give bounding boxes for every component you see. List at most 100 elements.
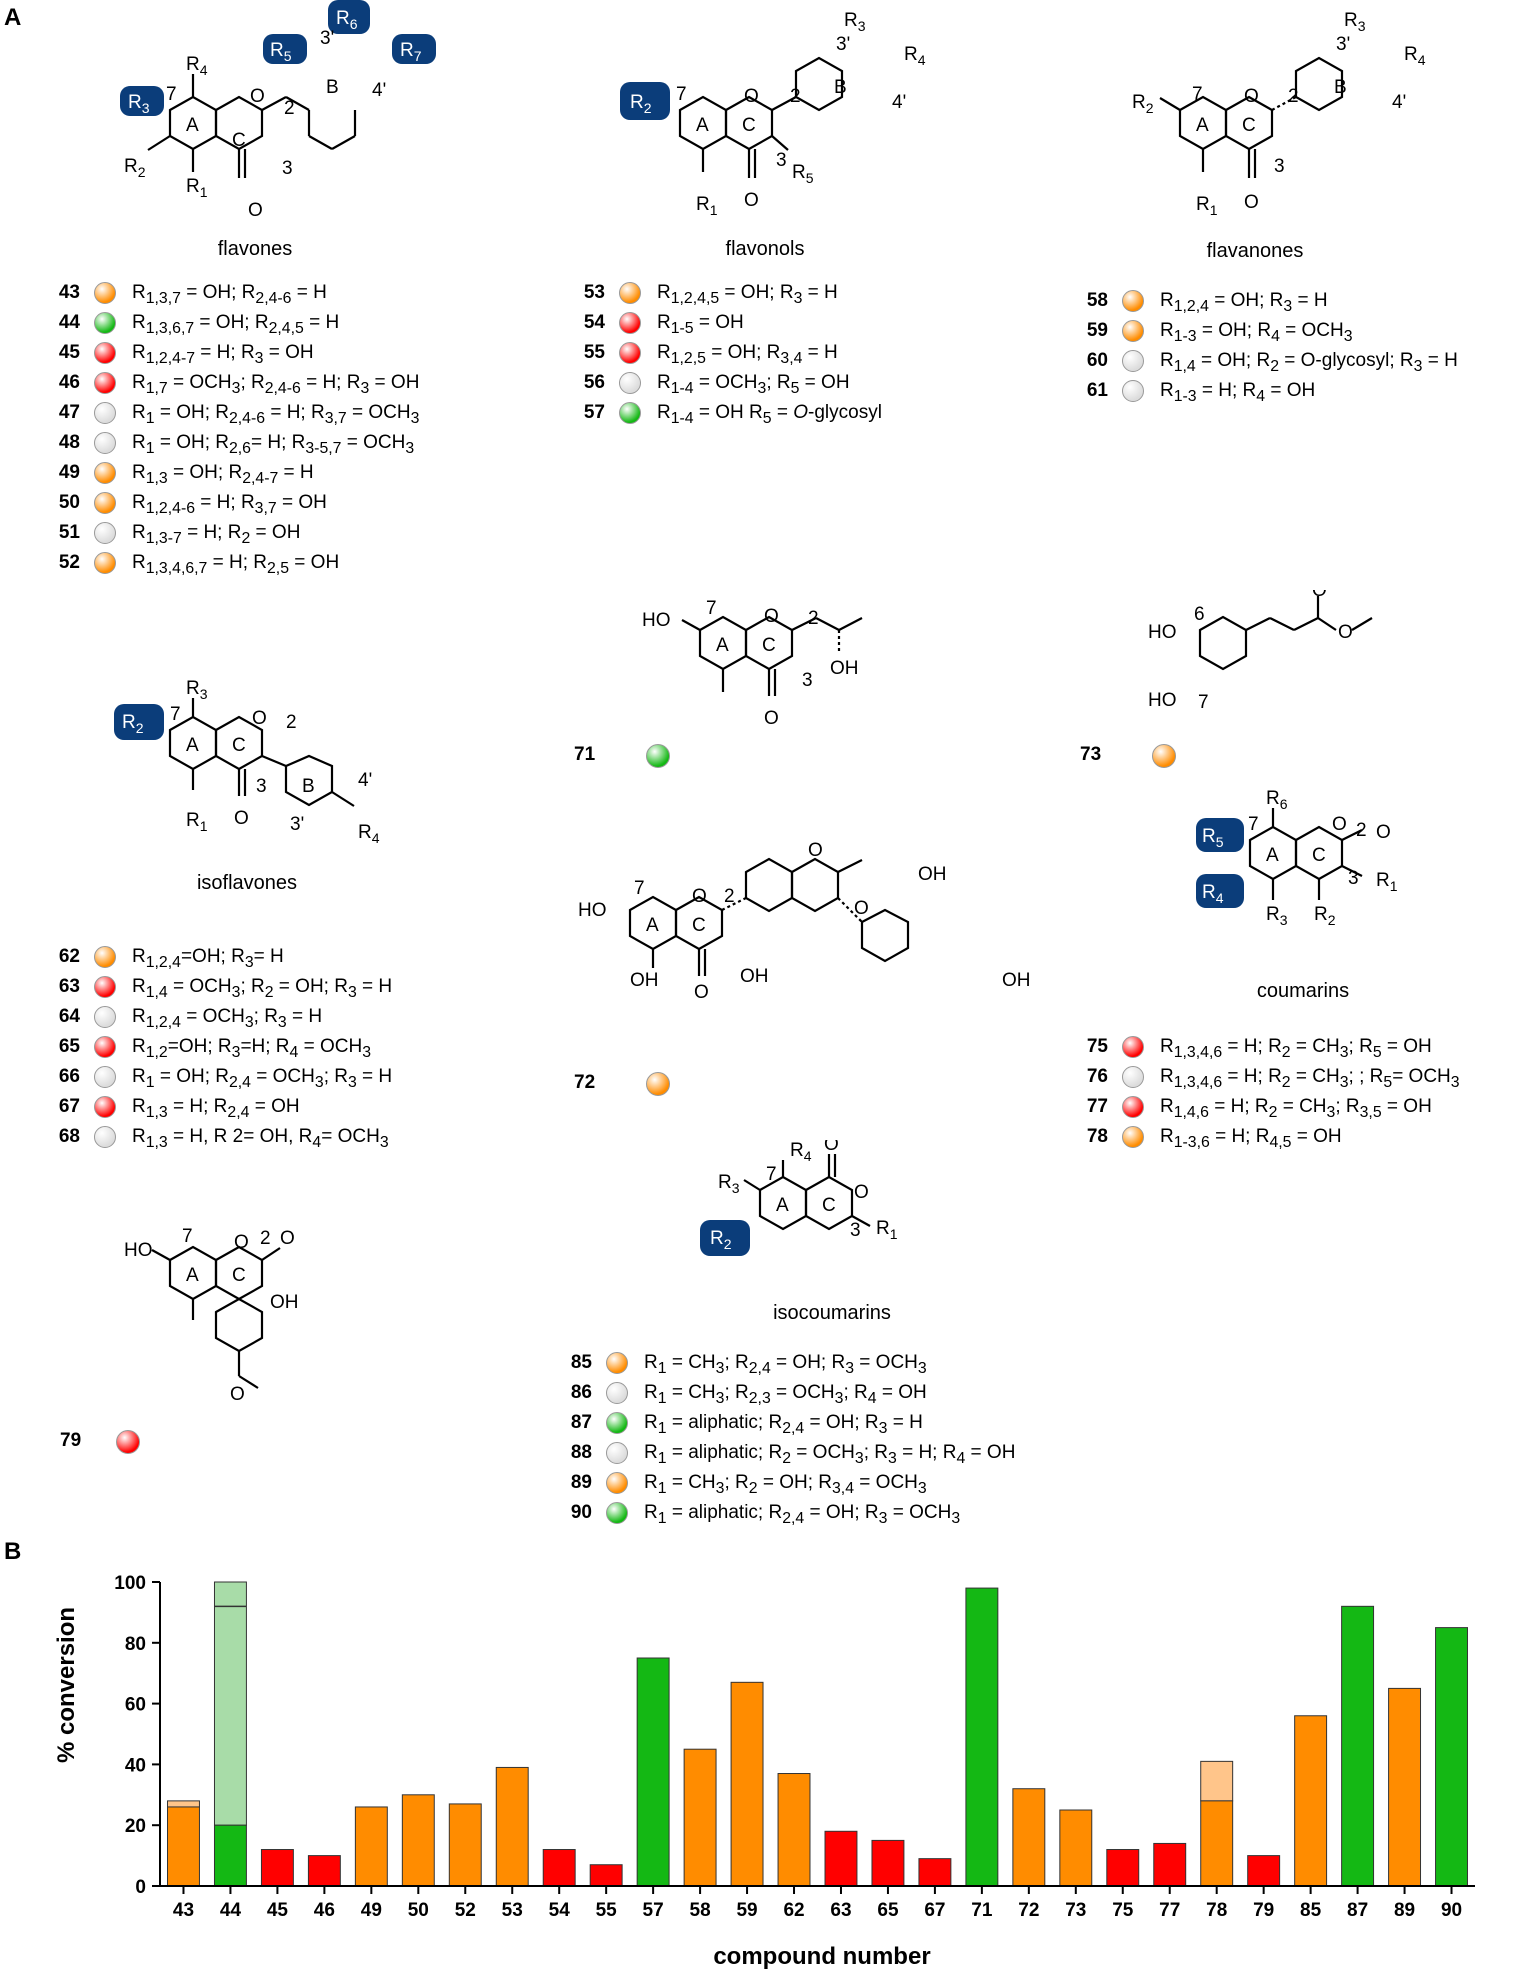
x-tick-label: 46 (314, 1900, 335, 1921)
activity-dot (94, 492, 116, 514)
atom-label: O (744, 86, 759, 107)
x-tick-label: 53 (502, 1900, 523, 1921)
bar-58 (683, 1748, 717, 1887)
r-label: R4 (904, 44, 926, 68)
bar-78 (1200, 1800, 1234, 1887)
y-axis-label: % conversion (53, 1607, 80, 1763)
atom-label: O (248, 200, 263, 221)
compound-number: 47 (58, 402, 80, 423)
activity-dot (94, 402, 116, 424)
compound-number: 60 (1086, 350, 1108, 371)
ring-label: A (186, 735, 199, 756)
compound-number: 57 (583, 402, 605, 423)
activity-dot (1122, 1066, 1144, 1088)
class-title-isocoumarins: isocoumarins (773, 1302, 891, 1324)
x-tick-label: 65 (877, 1900, 899, 1921)
bar-73 (1059, 1809, 1093, 1887)
atom-label: O (744, 190, 759, 211)
atom-label: O (280, 1228, 295, 1249)
activity-dot (619, 342, 641, 364)
bar-49 (354, 1806, 388, 1887)
compound-number: 73 (1080, 744, 1102, 765)
position-label: 4' (358, 770, 372, 791)
y-tick-label: 80 (125, 1634, 146, 1655)
position-label: 7 (170, 704, 181, 725)
substituent-text: R1,3,7 = OH; R2,4-6 = H (132, 282, 327, 307)
substituent-text: R1-4 = OCH3; R5 = OH (657, 372, 850, 397)
compound-number: 68 (58, 1126, 80, 1147)
isocoumarins-structure: R4 R3 R2 R1 7 3 A C O O (700, 1140, 898, 1256)
compound-number: 52 (58, 552, 80, 573)
r-group-highlight (114, 704, 164, 740)
compound-number: 55 (583, 342, 605, 363)
bar-44 (213, 1824, 247, 1887)
bar-72 (1012, 1788, 1046, 1887)
atom-label: O (234, 1232, 249, 1253)
atom-label: HO (578, 900, 607, 921)
activity-dot (1122, 290, 1144, 312)
atom-label: O (1244, 192, 1259, 213)
substituent-text: R1,2,4 = OH; R3 = H (1160, 290, 1328, 315)
compound-number: 49 (58, 462, 80, 483)
bar-67 (918, 1858, 952, 1887)
substituent-text: R1,3,4,6 = H; R2 = CH3; ; R5= OCH3 (1160, 1066, 1460, 1091)
r-label: R3 (1266, 904, 1288, 928)
compound-number: 78 (1086, 1126, 1108, 1147)
substituent-text: R1,4 = OH; R2 = O-glycosyl; R3 = H (1160, 350, 1458, 375)
compound-number: 77 (1086, 1096, 1108, 1117)
x-tick-label: 45 (267, 1900, 289, 1921)
atom-label: O (1244, 86, 1259, 107)
atom-label: O (764, 708, 779, 729)
bar-90 (1435, 1627, 1468, 1887)
bar-71 (965, 1587, 999, 1887)
substituent-text: R1,2,5 = OH; R3,4 = H (657, 342, 838, 367)
x-tick-label: 50 (408, 1900, 429, 1921)
compound-73-structure: HO HO 6 7 O O (1148, 590, 1373, 713)
ring-label: B (834, 77, 847, 98)
compound-number: 67 (58, 1096, 80, 1117)
activity-dot (1122, 1036, 1144, 1058)
r-group-highlight (620, 82, 670, 120)
activity-dot (646, 1072, 670, 1096)
x-tick-label: 87 (1347, 1900, 1368, 1921)
position-label: 4' (372, 80, 386, 101)
compound-number: 79 (60, 1430, 82, 1451)
activity-dot (94, 1066, 116, 1088)
y-tick-label: 0 (135, 1877, 146, 1898)
compound-number: 65 (58, 1036, 80, 1057)
atom-label: O (250, 86, 265, 107)
ring-label: B (302, 776, 315, 797)
r-label: R2 (1132, 92, 1154, 116)
ring-label: C (232, 1265, 246, 1286)
position-label: 2 (1288, 86, 1299, 107)
compound-number: 85 (570, 1352, 592, 1373)
x-tick-label: 89 (1394, 1900, 1415, 1921)
r-label: R3 (186, 680, 208, 702)
bar-extra-43 (167, 1800, 200, 1808)
activity-dot (116, 1430, 140, 1454)
r-group-highlight (328, 0, 370, 34)
bar-46 (307, 1855, 341, 1887)
substituent-text: R1,3-7 = H; R2 = OH (132, 522, 301, 547)
ring-label: A (776, 1195, 789, 1216)
r-label: R1 (696, 194, 718, 218)
bar-62 (777, 1773, 811, 1887)
atom-label: O (854, 1182, 869, 1203)
r-label: R4 (1404, 44, 1426, 68)
atom-label: HO (642, 610, 671, 631)
r-label: R4 (790, 1140, 812, 1164)
compound-72-structure: HO 7 2 A C O O O O OH OH OH OH (578, 840, 1031, 1003)
compound-number: 44 (58, 312, 80, 333)
x-tick-label: 44 (220, 1900, 242, 1921)
compound-number: 46 (58, 372, 80, 393)
bar-43 (167, 1806, 200, 1887)
atom-label: O (808, 840, 823, 861)
bar-89 (1388, 1687, 1422, 1887)
activity-dot (94, 552, 116, 574)
compound-number: 43 (58, 282, 80, 303)
r-label: R3 (844, 10, 866, 34)
position-label: 3 (776, 150, 787, 171)
r-label: R1 (876, 1218, 898, 1242)
activity-dot (606, 1472, 628, 1494)
bar-75 (1106, 1849, 1140, 1887)
